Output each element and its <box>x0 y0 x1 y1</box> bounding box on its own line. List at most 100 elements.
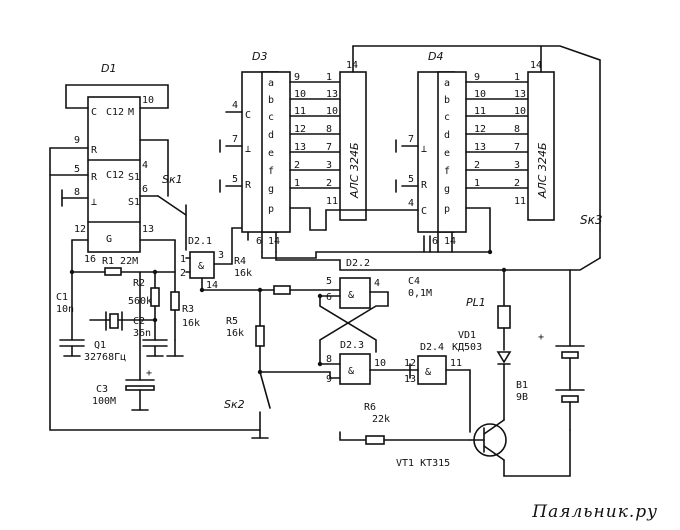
d3-num-14: 14 <box>268 236 280 247</box>
d1-pin-s1-bottom: S1 <box>128 197 140 208</box>
r6-label: R6 <box>364 402 376 413</box>
display-d3: АЛС 324Б 14 1 13 10 8 7 3 2 11 <box>326 45 367 221</box>
display-d4-num-3: 3 <box>514 160 520 171</box>
junction-dots <box>69 249 507 367</box>
display-d3-label: АЛС 324Б <box>348 142 361 199</box>
d3-seg-1: 1 <box>294 178 300 189</box>
d4-seg-1: 1 <box>474 178 480 189</box>
c1-value: 10n <box>56 304 74 315</box>
pin-14-label: 14 <box>206 280 218 291</box>
c4-value: 0,1M <box>408 288 432 299</box>
switch-sk3: Sк3 <box>580 213 603 259</box>
d24-label: D2.4 <box>420 342 444 353</box>
d1-num-5: 5 <box>74 164 80 175</box>
c2-value: 36n <box>133 328 151 339</box>
r3-label: R3 <box>182 304 194 315</box>
switch-sk2: Sк2 <box>224 371 271 439</box>
display-d4-num-2: 2 <box>514 178 520 189</box>
d23-pin-8: 8 <box>326 354 332 365</box>
d21-pin-2: 2 <box>180 268 186 279</box>
c2-label: C2 <box>133 316 145 327</box>
d3-num-7: 7 <box>232 134 238 145</box>
q1-label: Q1 <box>94 340 106 351</box>
display-d3-num-7: 7 <box>326 142 332 153</box>
d3-pin-p: p <box>268 204 274 215</box>
display-d3-num-10: 10 <box>326 106 338 117</box>
display-d3-num-11: 11 <box>326 196 338 207</box>
d3-seg-9: 9 <box>294 72 300 83</box>
d4-seg-13: 13 <box>474 142 486 153</box>
d21-pin-1: 1 <box>180 254 186 265</box>
gate-d22: & 5 6 4 <box>319 276 389 309</box>
wire-left-bus <box>49 147 261 431</box>
r6-value: 22k <box>372 414 390 425</box>
resistor-r4: R4 16k 14 <box>201 256 341 295</box>
d3-pin-c: C <box>245 110 251 121</box>
d23-pin-10: 10 <box>374 358 386 369</box>
d1-num-10: 10 <box>142 95 154 106</box>
d22-pin-6: 6 <box>326 292 332 303</box>
d1-pin-c: C <box>91 107 97 118</box>
r4-value: 16k <box>234 268 252 279</box>
d4-pin-d: d <box>444 130 450 141</box>
d4-pin-c: C <box>421 206 427 217</box>
battery-b1: + B1 9B <box>516 269 585 431</box>
watermark-logo: Паяльник.ру <box>532 502 658 522</box>
sk2-label: Sк2 <box>224 398 245 411</box>
d4-num-4: 4 <box>408 198 414 209</box>
d1-pin-m: M <box>128 107 134 118</box>
d4-num-7: 7 <box>408 134 414 145</box>
b1-value: 9B <box>516 392 528 403</box>
sk3-label: Sк3 <box>580 213 603 227</box>
display-d4-num-10: 10 <box>514 106 526 117</box>
d22-pin-5: 5 <box>326 276 332 287</box>
d4-num-14: 14 <box>444 236 456 247</box>
d3-num-5: 5 <box>232 174 238 185</box>
d21-label: D2.1 <box>188 236 212 247</box>
crystal-q1 <box>109 313 119 329</box>
pl1-label: PL1 <box>466 296 486 309</box>
d22-pin-4: 4 <box>374 278 380 289</box>
display-d4-num-13: 13 <box>514 89 526 100</box>
d23-symbol: & <box>348 366 354 377</box>
resistor-r5: R5 16k <box>226 287 265 375</box>
switch-sk1: Sк1 <box>157 139 187 251</box>
d3-num-4: 4 <box>232 100 238 111</box>
d4-pin-c-seg: c <box>444 112 450 123</box>
d1-pin-c12-bottom: C12 <box>106 170 124 181</box>
diode-vd1: VD1 КД503 <box>452 330 512 421</box>
display-d3-num-8: 8 <box>326 124 332 135</box>
d24-pin-11: 11 <box>450 358 462 369</box>
display-d4: АЛС 324Б 14 1 13 10 8 7 3 2 11 <box>514 45 555 221</box>
display-d3-num-1: 1 <box>326 72 332 83</box>
resistor-r1 <box>104 267 122 276</box>
d4-pin-ground: ⊥ <box>421 144 427 155</box>
display-d3-num-3: 3 <box>326 160 332 171</box>
d1-num-4: 4 <box>142 160 148 171</box>
d24-symbol: & <box>425 367 431 378</box>
d3-seg-13: 13 <box>294 142 306 153</box>
d1-pin-s1-top: S1 <box>128 172 140 183</box>
d4-label: D4 <box>428 50 443 63</box>
d3-label: D3 <box>252 50 267 63</box>
bus-d3-display: 9 10 11 12 13 2 1 <box>289 72 341 231</box>
d1-pin-ground: ⊥ <box>91 197 97 208</box>
capacitor-c3: + C3 100M <box>92 271 155 411</box>
d1-label: D1 <box>101 62 116 75</box>
lamp-pl1: PL1 <box>466 269 511 351</box>
r2-label: R2 <box>133 278 145 289</box>
d23-label: D2.3 <box>340 340 364 351</box>
d24-pin-13: 13 <box>404 374 416 385</box>
chip-d4: D4 ⊥ R C 7 5 4 a b c d e f g p 6 14 <box>325 50 467 253</box>
d1-pin-g: G <box>106 234 112 245</box>
c3-value: 100M <box>92 396 116 407</box>
oscillator: R1 22M R2 560k R3 16k Q1 32768Гц C1 10n <box>56 239 200 363</box>
r1-label: R1 22M <box>102 256 138 267</box>
d3-pin-ground: ⊥ <box>245 144 251 155</box>
d21-symbol: & <box>198 261 204 272</box>
d4-seg-9: 9 <box>474 72 480 83</box>
d4-seg-10: 10 <box>474 89 486 100</box>
d22-symbol: & <box>348 290 354 301</box>
d1-num-16: 16 <box>84 254 96 265</box>
d4-num-5: 5 <box>408 174 414 185</box>
